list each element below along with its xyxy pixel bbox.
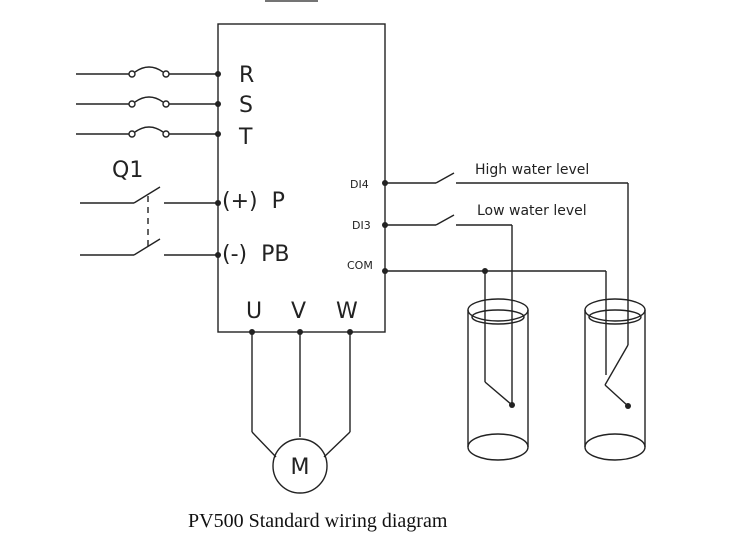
terminal-v-label: V xyxy=(291,299,306,324)
terminal-com-label: COM xyxy=(347,259,373,272)
terminal-s-label: S xyxy=(239,93,253,118)
diagram-caption: PV500 Standard wiring diagram xyxy=(188,510,448,532)
terminal-r-label: R xyxy=(239,63,254,88)
terminal-u-label: U xyxy=(246,299,262,324)
terminal-di4-label: DI4 xyxy=(350,178,369,191)
low-water-level-label: Low water level xyxy=(477,203,587,219)
terminal-pb-label: (-) PB xyxy=(222,242,289,267)
terminal-w-label: W xyxy=(336,299,358,324)
high-level-circuit xyxy=(382,172,631,409)
low-level-circuit xyxy=(382,214,515,408)
terminal-di3-label: DI3 xyxy=(352,219,371,232)
supply-line-r xyxy=(76,66,221,78)
motor-label: M xyxy=(291,455,310,480)
motor-symbol xyxy=(272,438,328,494)
breaker-q1-label: Q1 xyxy=(112,158,143,183)
supply-line-t xyxy=(76,126,221,138)
breaker-q1 xyxy=(80,186,221,258)
com-circuit xyxy=(382,268,607,406)
water-tank-right xyxy=(584,298,646,461)
high-water-level-label: High water level xyxy=(475,162,589,178)
water-tank-left xyxy=(467,298,529,461)
terminal-p-label: (+) P xyxy=(222,189,285,214)
motor-wiring xyxy=(249,329,353,458)
terminal-t-label: T xyxy=(238,125,253,150)
supply-line-s xyxy=(76,96,221,108)
